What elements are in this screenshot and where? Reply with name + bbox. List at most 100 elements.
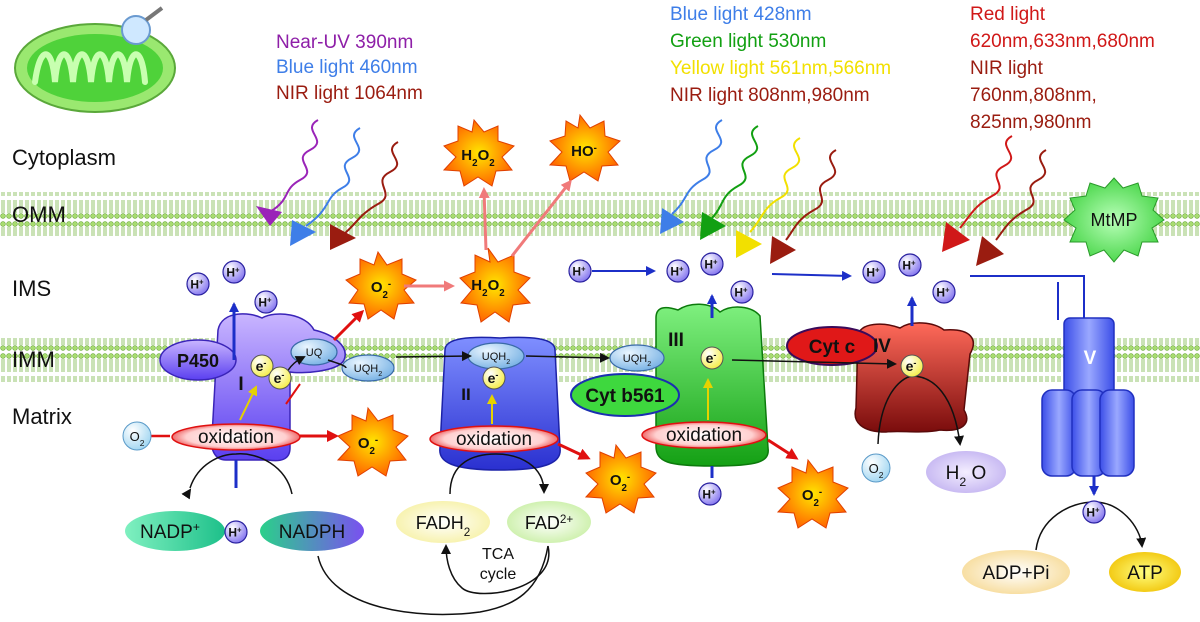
electron-4 <box>700 346 724 370</box>
yellow-arrows <box>239 378 713 424</box>
uq-label: UQ <box>306 347 323 359</box>
cyt-c-label: Cyt c <box>809 337 856 358</box>
proton-13-label: H+ <box>1086 505 1100 520</box>
complex-v-label: V <box>1084 348 1097 369</box>
mitochondrion-icon <box>14 6 176 113</box>
complex-i-label: I <box>238 374 243 395</box>
proton-3 <box>254 290 278 314</box>
region-label-omm: OMM <box>12 202 66 227</box>
proton-4 <box>568 259 592 283</box>
electron-1-label: e- <box>256 358 267 374</box>
proton-1 <box>186 272 210 296</box>
proton-4-label: H+ <box>572 264 586 279</box>
p450-label: P450 <box>177 351 219 371</box>
uqh2-label-1: UQH2 <box>354 363 382 378</box>
superoxide-matrix-1-label: O2- <box>358 435 378 457</box>
nadph-label: NADPH <box>279 522 346 543</box>
oxidation-iii-label: oxidation <box>666 425 742 446</box>
uqh2-carrier-3 <box>609 344 665 372</box>
electron-4-label: e- <box>706 350 717 366</box>
oxygen-2 <box>861 453 891 483</box>
proton-3-label: H+ <box>258 295 272 310</box>
proton-8 <box>862 260 886 284</box>
light-mid-nir: NIR light 808nm,980nm <box>670 85 870 106</box>
electron-3 <box>482 366 506 390</box>
superoxide-matrix-2-label: O2- <box>610 472 630 494</box>
region-label-imm: IMM <box>12 347 55 372</box>
complex-iv-label: IV <box>873 336 891 357</box>
oxidation-iii <box>641 421 767 449</box>
complex-ii-label: II <box>461 385 470 404</box>
proton-2-label: H+ <box>226 265 240 280</box>
cyt-c <box>786 326 878 366</box>
outer-mitochondrial-membrane <box>0 192 1200 236</box>
oxygen-2-label: O2 <box>869 461 884 480</box>
proton-12-label: H+ <box>228 525 242 540</box>
cyt-b561 <box>570 373 680 417</box>
oxidation-ii-label: oxidation <box>456 429 532 450</box>
nadph <box>260 511 364 551</box>
region-label-cytoplasm: Cytoplasm <box>12 145 116 170</box>
hydroxyl-label: HO- <box>571 143 597 161</box>
electron-3-label: e- <box>488 370 499 386</box>
h2o2-ims-label: H2O2 <box>471 277 505 299</box>
proton-arrows <box>229 266 1099 496</box>
fad-label: FAD2+ <box>525 513 574 534</box>
p450-enzyme <box>159 339 237 381</box>
atp <box>1109 552 1181 592</box>
oxygen-1 <box>122 421 152 451</box>
fad <box>507 501 591 543</box>
tca-label-line1: TCA <box>482 546 514 563</box>
h2o-label: H2 O <box>946 463 987 489</box>
proton-5 <box>666 259 690 283</box>
superoxide-matrix-3-label: O2- <box>802 487 822 509</box>
region-label-matrix: Matrix <box>12 404 72 429</box>
light-left-nir: NIR light 1064nm <box>276 83 423 104</box>
mtmp-label: MtMP <box>1091 210 1138 230</box>
proton-6 <box>700 252 724 276</box>
proton-9 <box>898 253 922 277</box>
atp-label: ATP <box>1127 563 1163 584</box>
complex-iii-label: III <box>668 330 684 351</box>
electron-1 <box>250 354 274 378</box>
light-right-nir-values-2: 825nm,980nm <box>970 112 1092 133</box>
adp-label: ADP+Pi <box>982 563 1049 584</box>
proton-11-label: H+ <box>702 487 716 502</box>
h2o2-cytoplasm-label: H2O2 <box>461 147 495 169</box>
uqh2-carrier-1 <box>341 354 395 382</box>
proton-9-label: H+ <box>902 258 916 273</box>
nadp-label: NADP+ <box>140 520 200 543</box>
light-left-blue: Blue light 460nm <box>276 57 418 78</box>
ros-bursts <box>336 113 849 529</box>
electron-5 <box>900 354 924 378</box>
region-label-ims: IMS <box>12 276 52 301</box>
proton-12 <box>224 520 248 544</box>
adp-pi <box>962 550 1070 594</box>
superoxide-ims-label: O2- <box>371 279 391 301</box>
proton-1-label: H+ <box>190 277 204 292</box>
fadh2 <box>396 501 490 543</box>
tca-label-line2: cycle <box>480 566 517 583</box>
ros-arrows <box>150 179 799 460</box>
proton-10 <box>932 280 956 304</box>
light-mid-yellow: Yellow light 561nm,566nm <box>670 58 892 79</box>
proton-8-label: H+ <box>866 265 880 280</box>
light-right-red-values: 620nm,633nm,680nm <box>970 31 1155 52</box>
proton-6-label: H+ <box>704 257 718 272</box>
proton-10-label: H+ <box>936 285 950 300</box>
cyt-b561-label: Cyt b561 <box>585 386 665 407</box>
oxygen-1-label: O2 <box>130 429 145 448</box>
electron-2 <box>268 366 292 390</box>
proton-7-label: H+ <box>734 285 748 300</box>
complex-v <box>1041 282 1135 477</box>
proton-5-label: H+ <box>670 264 684 279</box>
nadp-plus <box>125 511 225 551</box>
light-right-red: Red light <box>970 4 1045 25</box>
uqh2-label-3: UQH2 <box>623 353 651 368</box>
proton-2 <box>222 260 246 284</box>
uqh2-label-2: UQH2 <box>482 351 510 366</box>
light-mid-blue: Blue light 428nm <box>670 4 812 25</box>
h2o-product <box>926 451 1006 493</box>
